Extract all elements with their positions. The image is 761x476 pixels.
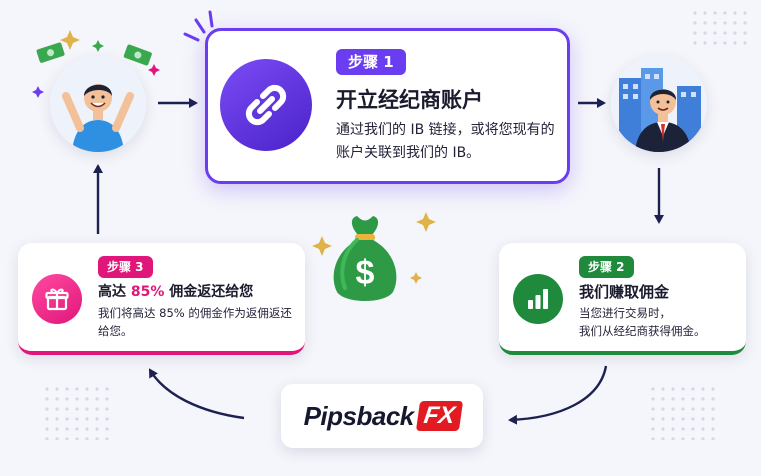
sparkle-icon	[32, 86, 44, 98]
step1-title: 开立经纪商账户	[336, 88, 483, 112]
step2-title: 我们赚取佣金	[579, 283, 670, 301]
svg-text:$: $	[356, 254, 375, 292]
logo-text: Pipsback	[303, 400, 415, 431]
step1-description: 通过我们的 IB 链接，或将您现有的账户关联到我们的 IB。	[336, 122, 555, 161]
cash-bill-icon	[123, 44, 152, 66]
step3-description: 我们将高达 85% 的佣金作为返佣返还给您。	[98, 306, 292, 338]
step3-title-prefix: 高达	[98, 284, 131, 300]
pipsback-fx-logo: Pipsback FX	[281, 384, 483, 448]
gift-icon	[32, 274, 82, 324]
step2-card: 步骤 2 我们赚取佣金 当您进行交易时， 我们从经纪商获得佣金。	[499, 243, 746, 355]
bar-chart-icon	[513, 274, 563, 324]
sparkle-icon	[312, 236, 332, 256]
dots-pattern-left	[42, 384, 112, 440]
step1-card: 步骤 1 开立经纪商账户 通过我们的 IB 链接，或将您现有的账户关联到我们的 …	[205, 28, 570, 184]
step3-title-highlight: 85%	[130, 284, 165, 300]
sparkle-icon	[416, 212, 436, 232]
sparkle-icon	[148, 64, 160, 76]
step2-description: 当您进行交易时， 我们从经纪商获得佣金。	[579, 304, 739, 340]
arrow-logo-to-step3	[148, 368, 245, 420]
step3-card: 步骤 3 高达 85% 佣金返还给您 我们将高达 85% 的佣金作为返佣返还给您…	[18, 243, 305, 355]
step3-badge: 步骤 3	[98, 256, 153, 278]
sparkle-icon	[92, 40, 104, 52]
sparkle-icon	[60, 30, 80, 50]
link-icon	[220, 59, 312, 151]
cash-bill-icon	[36, 42, 65, 63]
happy-trader-illustration	[50, 56, 146, 152]
step2-description-line1: 当您进行交易时，	[579, 306, 671, 320]
sparkle-lines	[183, 10, 214, 42]
broker-businessman-illustration	[611, 56, 707, 152]
sparkle-icon	[410, 272, 422, 284]
step3-title: 高达 85% 佣金返还给您	[98, 281, 253, 301]
step2-badge: 步骤 2	[579, 256, 634, 278]
dots-pattern-right	[648, 384, 718, 440]
step2-description-line2: 我们从经纪商获得佣金。	[579, 324, 706, 338]
step1-badge: 步骤 1	[336, 49, 406, 75]
step3-title-suffix: 佣金返还给您	[164, 284, 254, 300]
logo-fx-badge: FX	[415, 401, 463, 431]
dots-pattern-top-right	[690, 8, 750, 48]
arrow-step2-to-logo	[508, 365, 608, 425]
